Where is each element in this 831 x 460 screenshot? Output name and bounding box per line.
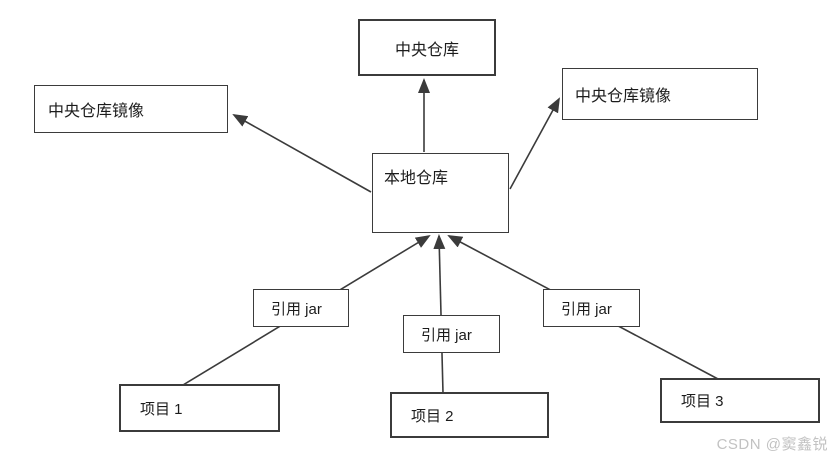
node-central-mirror-right: 中央仓库镜像 — [562, 68, 758, 120]
edge-local-to-mirror-left — [232, 114, 372, 193]
node-project-3: 项目 3 — [660, 378, 820, 423]
node-central-repository-label: 中央仓库 — [394, 41, 459, 59]
node-central-mirror-left-label: 中央仓库镜像 — [48, 103, 145, 120]
node-central-mirror-left: 中央仓库镜像 — [34, 85, 228, 133]
node-jar-reference-left-label: 引用 jar — [271, 300, 322, 318]
node-jar-reference-middle-label: 引用 jar — [421, 326, 472, 344]
node-local-repository: 本地仓库 — [372, 153, 509, 233]
node-project-1-label: 项目 1 — [140, 400, 183, 418]
node-central-mirror-right-label: 中央仓库镜像 — [575, 88, 672, 105]
node-jar-reference-right-label: 引用 jar — [561, 300, 612, 318]
node-project-1: 项目 1 — [119, 384, 280, 432]
edge-local-to-mirror-right — [509, 97, 560, 190]
node-jar-reference-middle: 引用 jar — [403, 315, 500, 353]
node-local-repository-label: 本地仓库 — [384, 170, 449, 187]
node-jar-reference-left: 引用 jar — [253, 289, 349, 327]
csdn-watermark: CSDN @窦鑫锐 — [716, 436, 828, 453]
node-jar-reference-right: 引用 jar — [543, 289, 640, 327]
node-project-3-label: 项目 3 — [681, 393, 724, 410]
node-project-2-label: 项目 2 — [411, 407, 454, 425]
node-project-2: 项目 2 — [390, 392, 549, 438]
edge-project2-to-local — [433, 234, 446, 394]
node-central-repository: 中央仓库 — [358, 19, 496, 76]
